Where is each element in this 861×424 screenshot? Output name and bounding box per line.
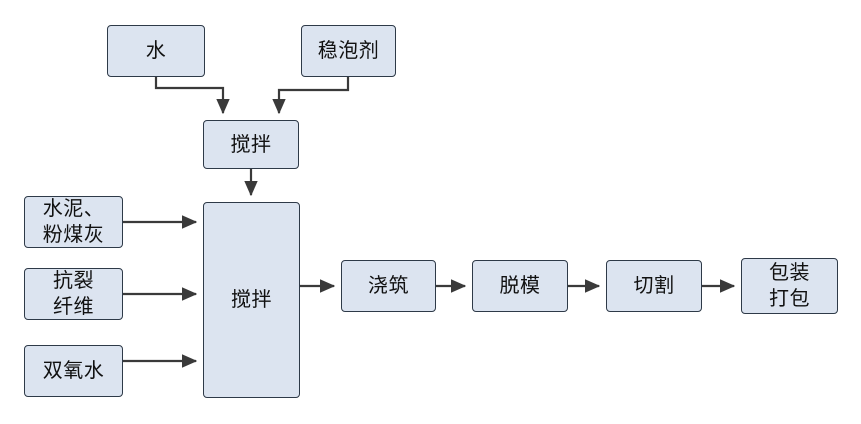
node-cement-flyash[interactable]: 水泥、 粉煤灰 xyxy=(24,196,123,248)
node-casting[interactable]: 浇筑 xyxy=(341,260,436,312)
node-hydrogen-peroxide[interactable]: 双氧水 xyxy=(24,345,123,397)
node-mixing-primary[interactable]: 搅拌 xyxy=(203,120,299,169)
node-cutting[interactable]: 切割 xyxy=(606,260,702,312)
node-mixing-main[interactable]: 搅拌 xyxy=(203,202,300,398)
edge-water-to-mix1 xyxy=(154,77,230,115)
node-packing[interactable]: 包装 打包 xyxy=(741,258,838,314)
node-foam-stabilizer[interactable]: 稳泡剂 xyxy=(301,25,396,77)
edge-foam-to-mix1 xyxy=(272,77,350,115)
node-demoulding[interactable]: 脱模 xyxy=(472,260,568,312)
node-anticrack-fiber[interactable]: 抗裂 纤维 xyxy=(24,268,123,320)
node-water[interactable]: 水 xyxy=(107,25,205,77)
